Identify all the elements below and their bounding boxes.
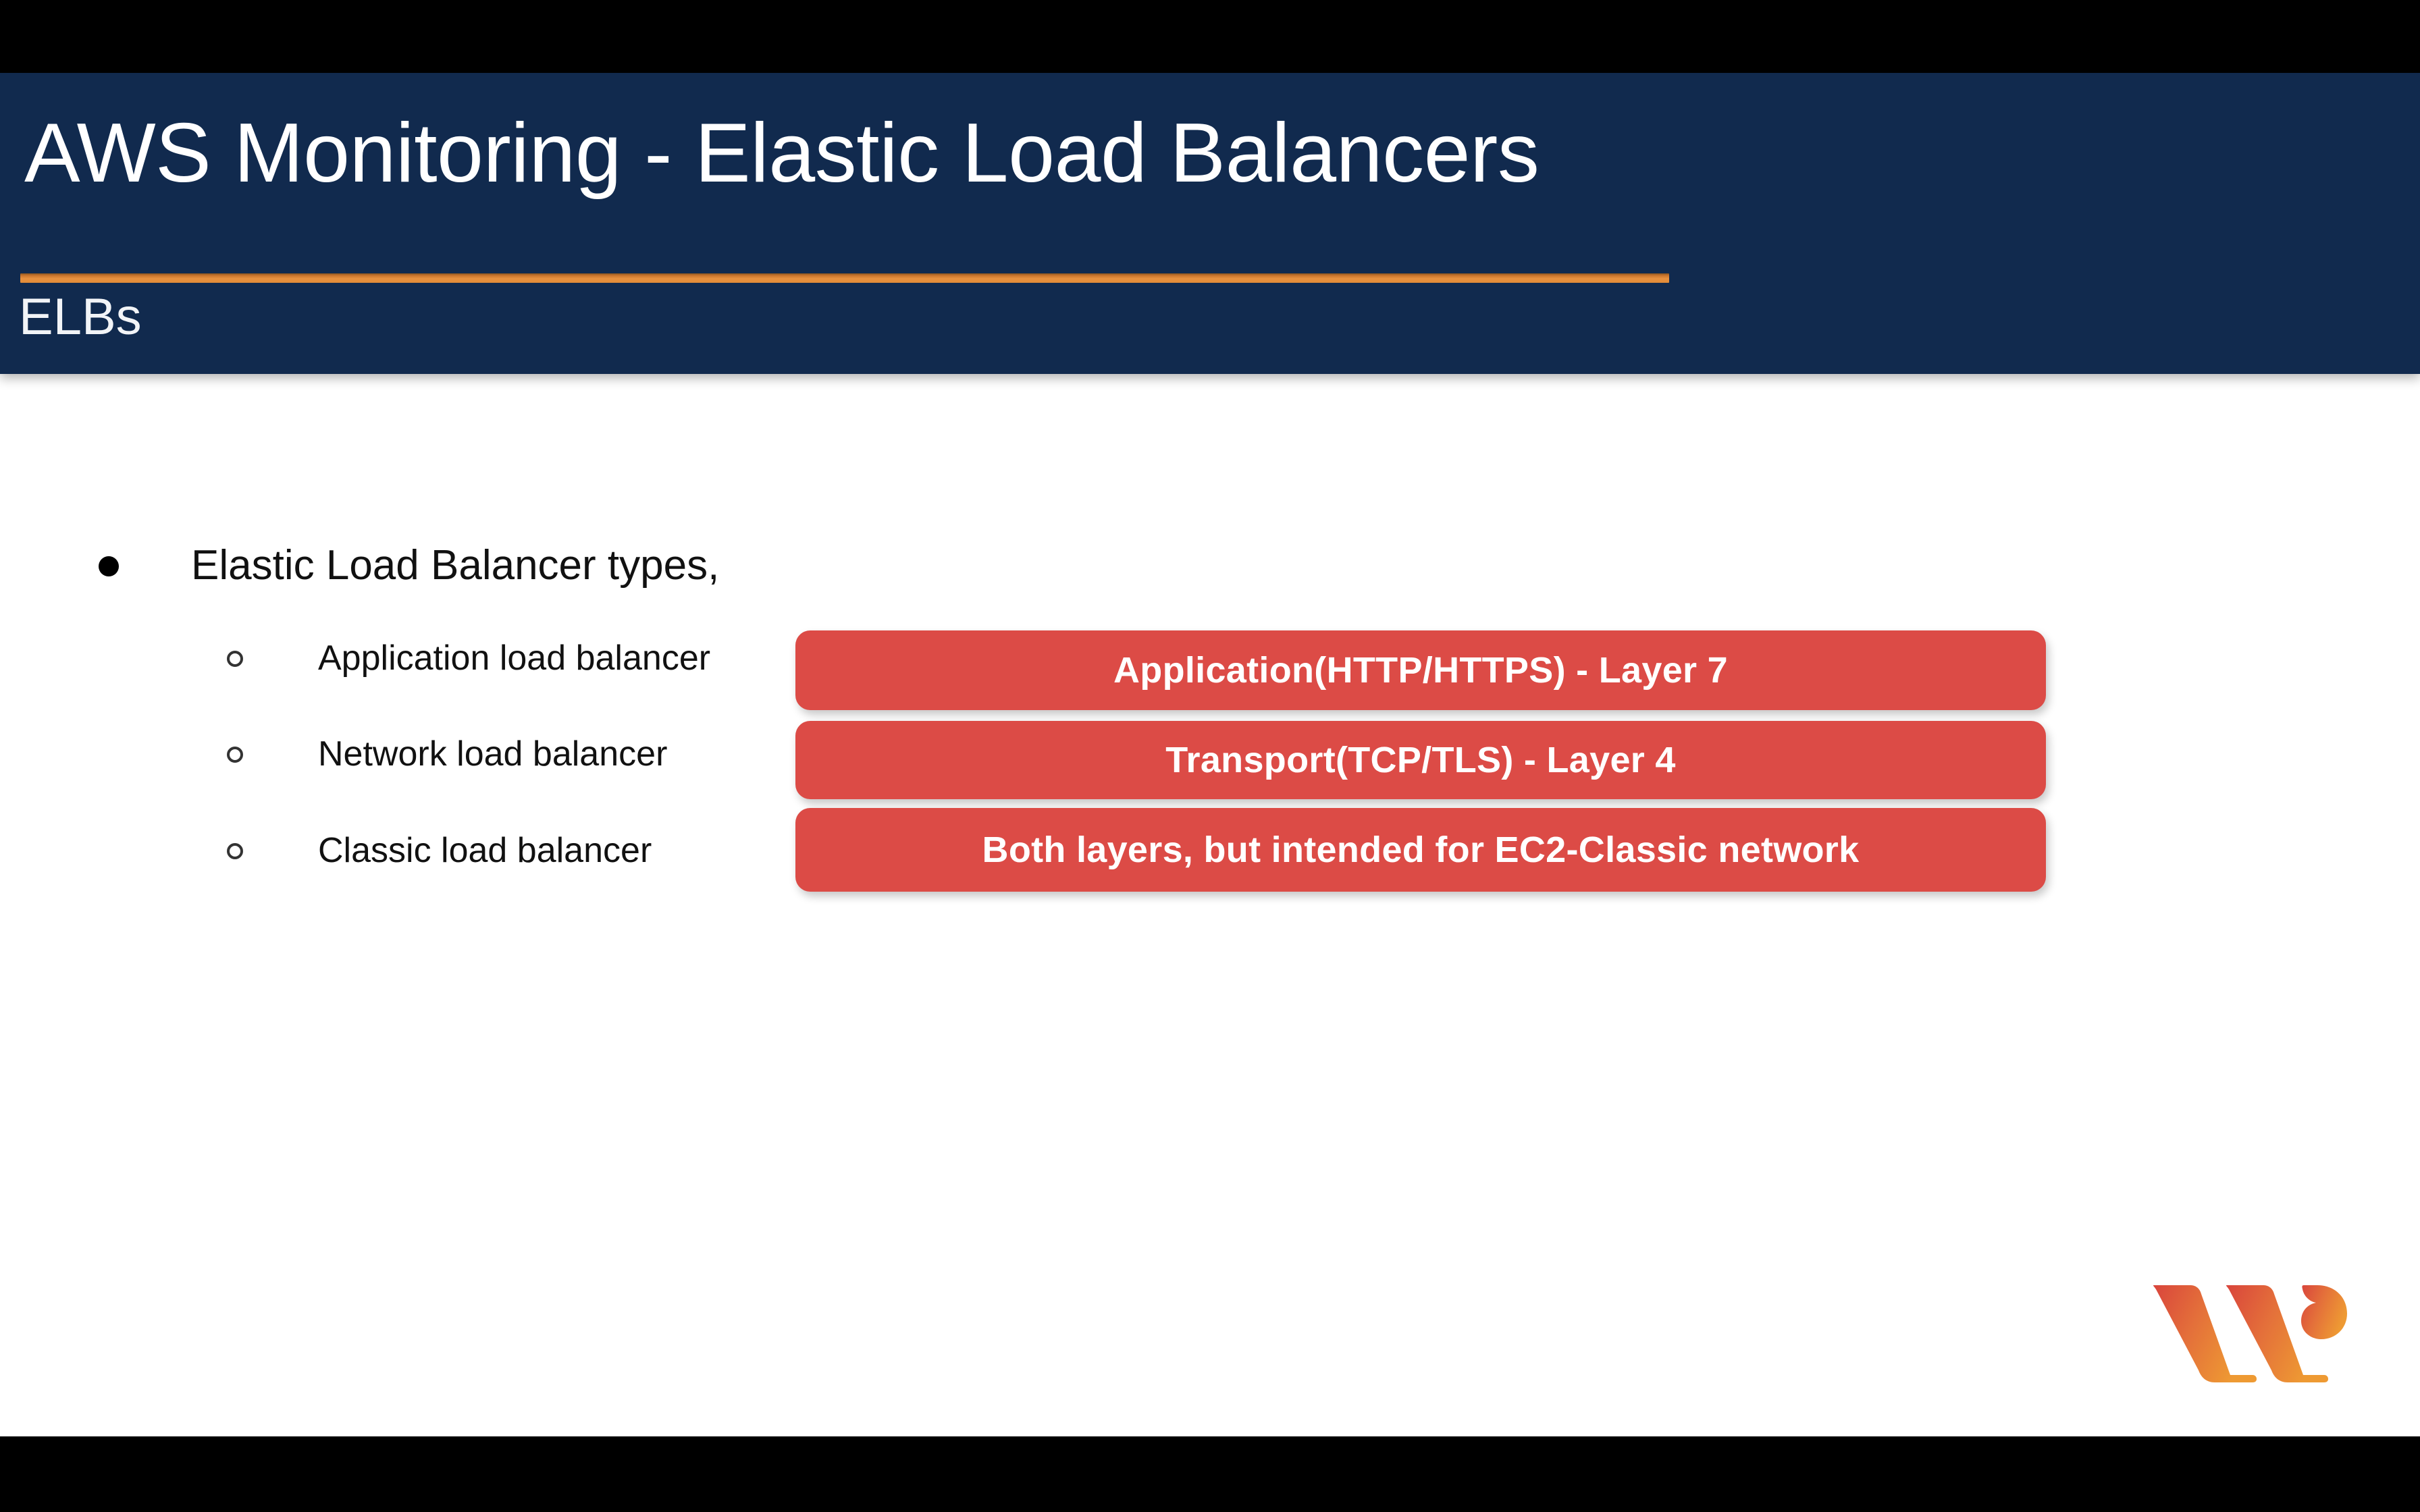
bullet-item-primary: Elastic Load Balancer types, [99,542,720,589]
callout-box-transport: Transport(TCP/TLS) - Layer 4 [795,721,2046,799]
callout-box-both-layers: Both layers, but intended for EC2-Classi… [795,808,2046,892]
circle-bullet-icon [227,746,243,763]
bullet-sub-label: Application load balancer [318,639,711,678]
bullet-item-application-lb: Application load balancer [227,639,710,678]
circle-bullet-icon [227,842,243,859]
bullet-sub-label: Classic load balancer [318,831,652,870]
slide-subtitle: ELBs [19,288,142,346]
bullet-item-classic-lb: Classic load balancer [227,831,652,870]
circle-bullet-icon [227,650,243,667]
bullet-item-network-lb: Network load balancer [227,734,668,774]
title-underline-rule [20,273,1669,283]
callout-label: Transport(TCP/TLS) - Layer 4 [1165,740,1676,780]
slide-body: Elastic Load Balancer types, Application… [0,374,2420,1436]
letterbox-bottom-bar [0,1436,2420,1512]
slide-canvas: AWS Monitoring - Elastic Load Balancers … [0,73,2420,1436]
callout-label: Application(HTTP/HTTPS) - Layer 7 [1113,650,1728,691]
bullet-primary-label: Elastic Load Balancer types, [191,542,720,589]
whizlabs-w-logo-icon [2147,1276,2350,1405]
callout-label: Both layers, but intended for EC2-Classi… [982,830,1860,870]
callout-box-application: Application(HTTP/HTTPS) - Layer 7 [795,630,2046,710]
slide-title: AWS Monitoring - Elastic Load Balancers [24,107,1540,200]
letterbox-top-bar [0,0,2420,73]
disc-bullet-icon [99,556,119,576]
bullet-sub-label: Network load balancer [318,734,668,774]
slide-header: AWS Monitoring - Elastic Load Balancers … [0,73,2420,374]
